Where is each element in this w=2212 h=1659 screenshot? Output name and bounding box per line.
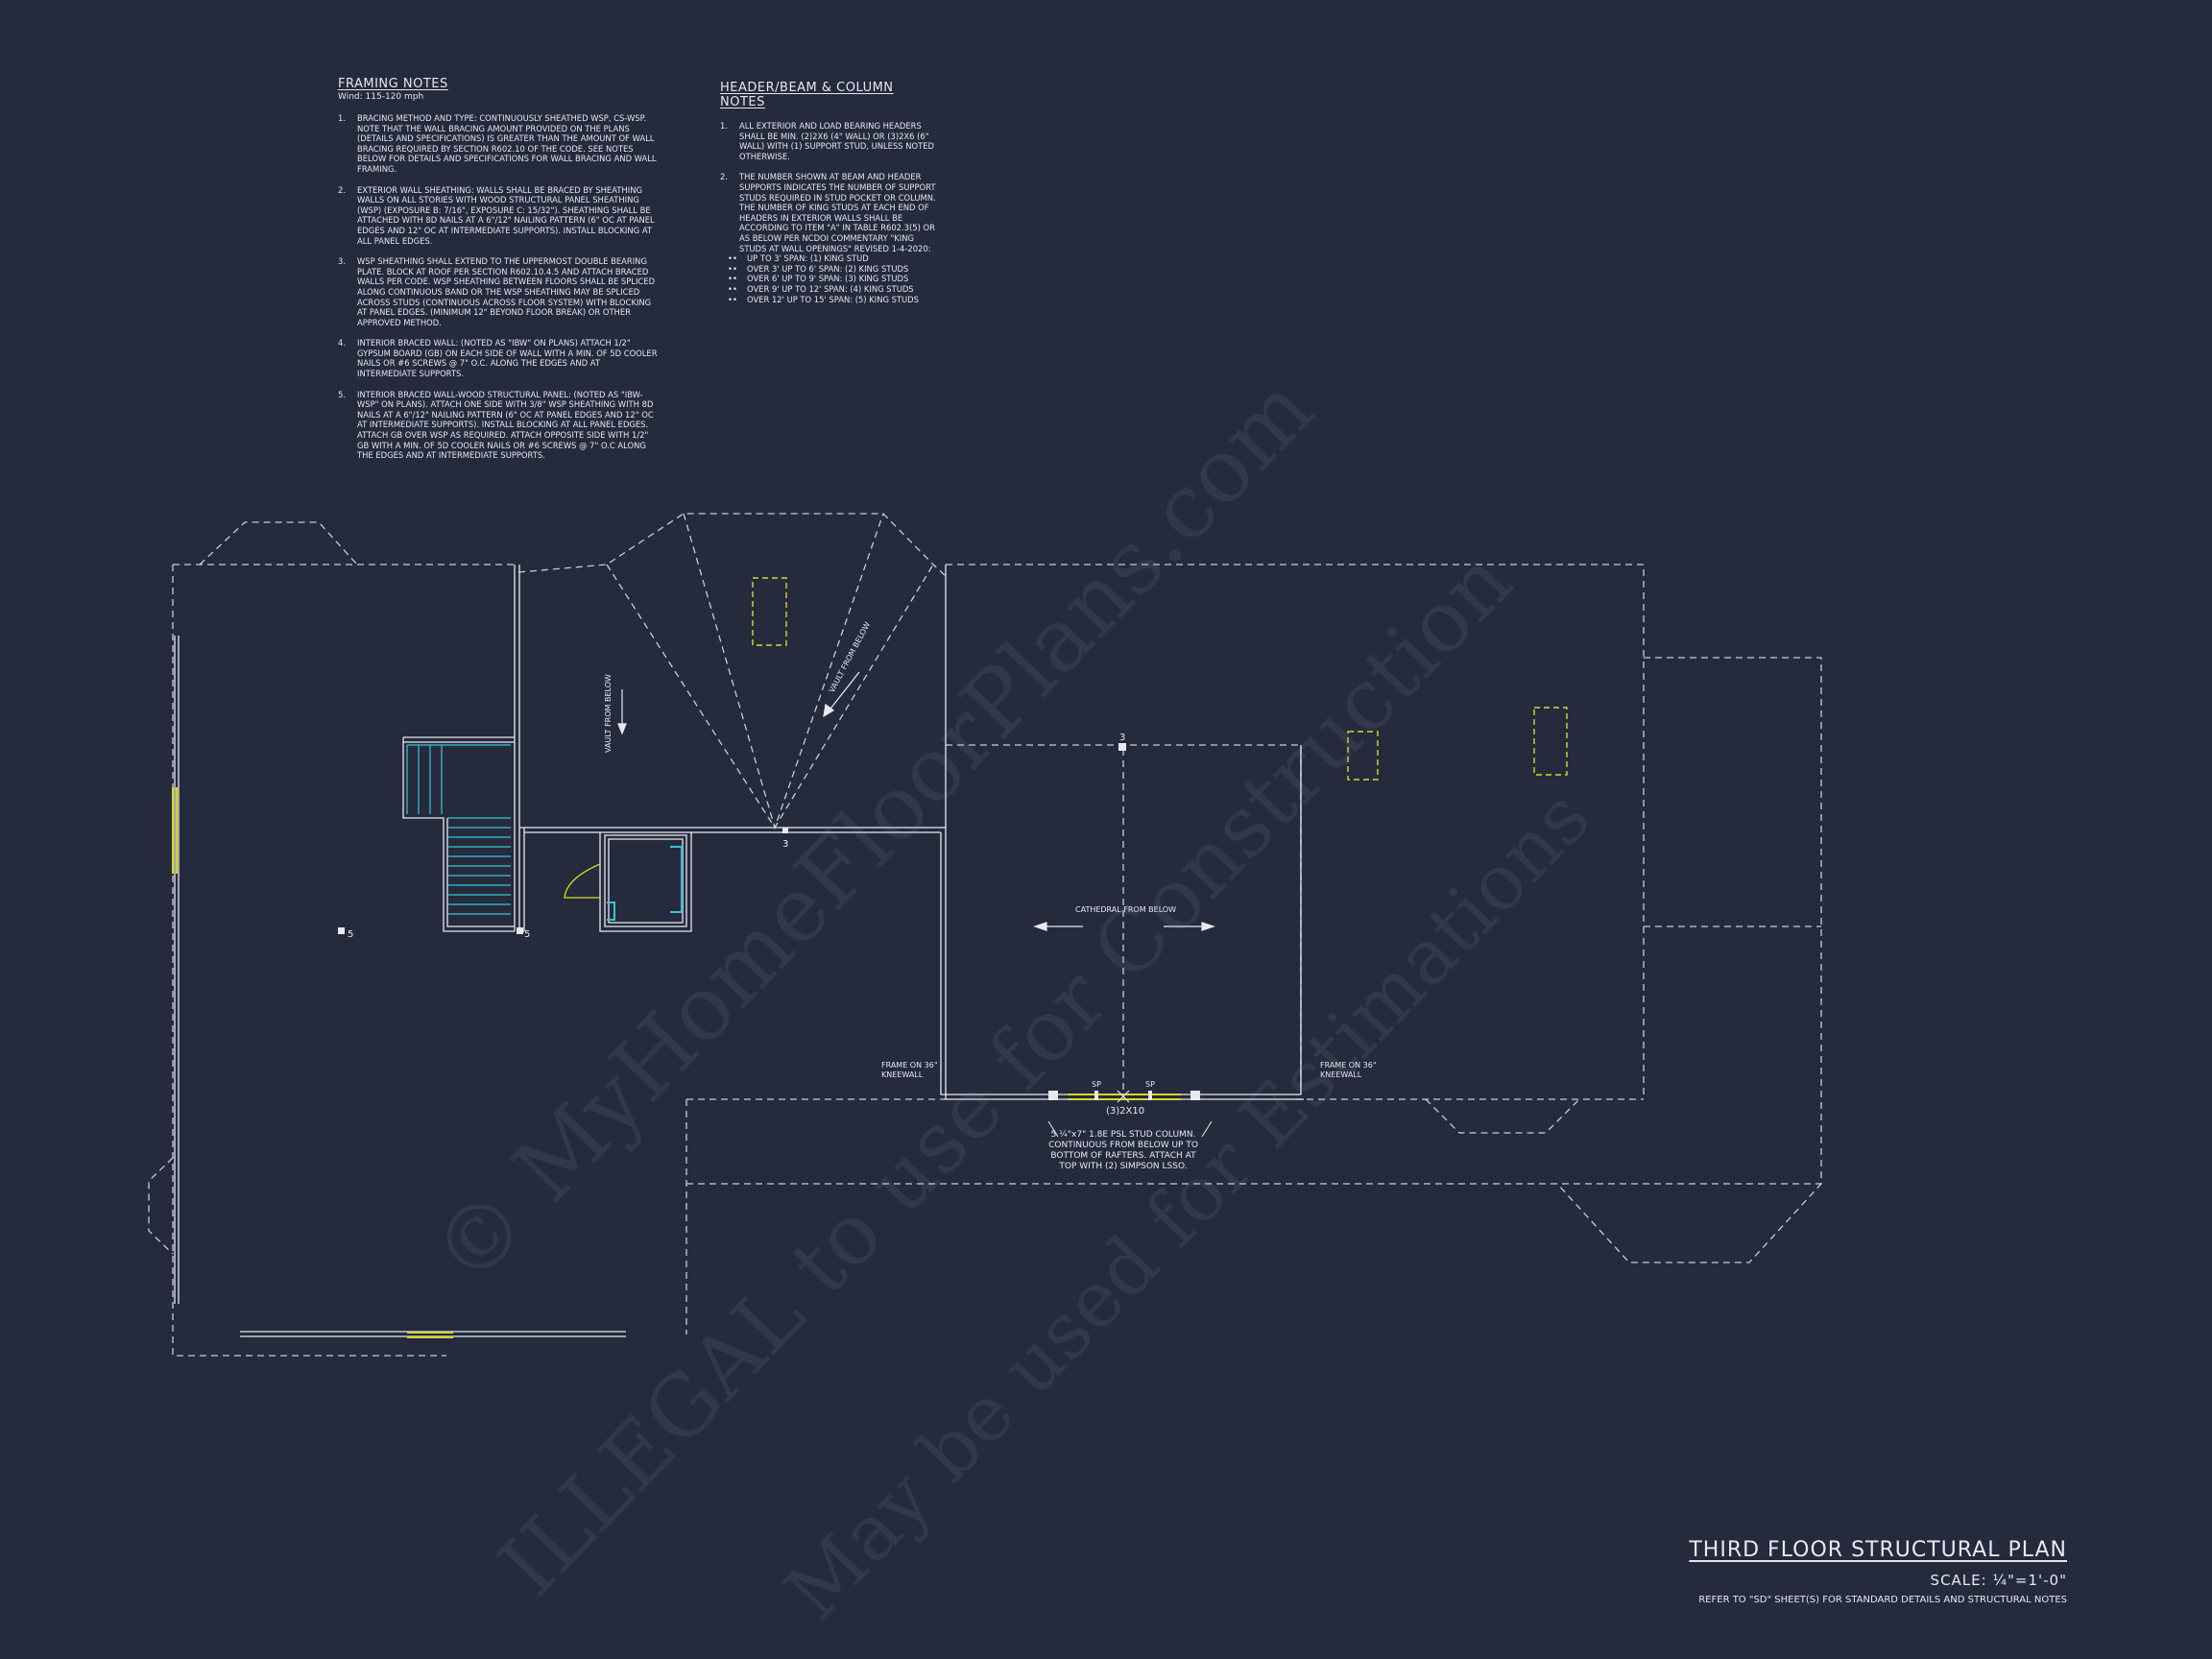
framing-note-item: 3. WSP sheathing shall extend to the uppe… <box>338 256 660 327</box>
note-text: Exterior wall sheathing: walls shall be … <box>357 184 655 246</box>
framing-note-item: 2. Exterior wall sheathing: walls shall b… <box>338 185 660 247</box>
yellow-markers <box>172 577 1568 1338</box>
column-note-line: 5 ¼"x7" 1.8E PSL STUD COLUMN. <box>1051 1130 1196 1140</box>
title-block: THIRD FLOOR STRUCTURAL PLAN SCALE: ¼"=1'… <box>1689 1538 2067 1605</box>
note-text: Bracing method and type: continuously sh… <box>357 113 657 174</box>
note-text: WSP sheathing shall extend to the upperm… <box>357 256 656 327</box>
column-note-line: CONTINUOUS FROM BELOW UP TO <box>1048 1141 1198 1150</box>
kneewall-label: KNEEWALL <box>881 1070 924 1079</box>
sp-label: SP <box>1092 1080 1101 1089</box>
bullet-icon: •• <box>728 263 737 274</box>
king-stud-text: Over 12' up to 15' span: (5) king studs <box>747 294 919 304</box>
cathedral-from-below-label: CATHEDRAL FROM BELOW <box>1075 905 1176 914</box>
king-stud-item: •• Up to 3' span: (1) king stud <box>720 253 943 264</box>
header-notes-list: 1. All exterior and load bearing headers … <box>720 121 943 253</box>
note-number: 2. <box>338 184 346 195</box>
king-stud-item: •• Over 6' up to 9' span: (3) king studs <box>720 274 943 284</box>
note-text: The number shown at beam and header supp… <box>739 172 936 253</box>
framing-note-item: 4. Interior braced wall: (noted as "IBW" … <box>338 338 660 378</box>
bullet-icon: •• <box>728 283 737 294</box>
stud-markers <box>338 743 1200 1100</box>
note-number: 3. <box>338 256 346 267</box>
sp-label: SP <box>1145 1080 1155 1089</box>
note-text: Interior braced wall-wood structural pan… <box>357 389 654 461</box>
bullet-icon: •• <box>728 274 737 284</box>
direction-arrows <box>617 671 1215 931</box>
kneewall-label: FRAME ON 36" <box>1320 1061 1377 1070</box>
column-x-icon <box>1117 1090 1130 1103</box>
note-text: Interior braced wall: (noted as "IBW" on… <box>357 338 658 379</box>
stud-count-label: 5 <box>524 929 530 940</box>
king-stud-item: •• Over 12' up to 15' span: (5) king stud… <box>720 295 943 305</box>
sheet-title: THIRD FLOOR STRUCTURAL PLAN <box>1689 1538 2067 1562</box>
note-text: All exterior and load bearing headers sh… <box>739 121 934 161</box>
door-swing-icon <box>564 863 601 899</box>
king-stud-text: Over 6' up to 9' span: (3) king studs <box>747 274 909 284</box>
reference-note: REFER TO "SD" SHEET(S) FOR STANDARD DETA… <box>1698 1595 2067 1605</box>
framing-notes-wind: Wind: 115-120 mph <box>338 92 424 102</box>
note-number: 1. <box>338 113 346 123</box>
stud-count-label: 5 <box>348 929 353 940</box>
note-number: 2. <box>720 172 728 182</box>
note-number: 4. <box>338 338 346 349</box>
framing-notes: FRAMING NOTES Wind: 115-120 mph 1. Bracin… <box>338 77 660 471</box>
king-stud-item: •• Over 3' up to 6' span: (2) king studs <box>720 264 943 275</box>
column-note-line: TOP WITH (2) SIMPSON LSSO. <box>1058 1162 1187 1171</box>
king-stud-text: Over 9' up to 12' span: (4) king studs <box>747 283 914 294</box>
note-number: 1. <box>720 121 728 131</box>
stair-treads <box>406 744 511 915</box>
king-stud-item: •• Over 9' up to 12' span: (4) king studs <box>720 284 943 295</box>
stud-count-label: 3 <box>1119 733 1125 743</box>
stud-count-label: 3 <box>782 839 788 850</box>
king-stud-text: Up to 3' span: (1) king stud <box>747 253 869 264</box>
framing-note-item: 5. Interior braced wall-wood structural p… <box>338 390 660 461</box>
king-stud-text: Over 3' up to 6' span: (2) king studs <box>747 263 909 274</box>
king-stud-list: •• Up to 3' span: (1) king stud •• Over 3'… <box>720 253 943 304</box>
framing-notes-title: FRAMING NOTES <box>338 77 448 91</box>
header-note-item: 2. The number shown at beam and header su… <box>720 172 943 253</box>
vault-from-below-label: VAULT FROM BELOW <box>604 674 613 753</box>
note-number: 5. <box>338 389 346 399</box>
header-beam-column-notes: HEADER/BEAM & COLUMN NOTES 1. All exterio… <box>720 81 943 304</box>
bullet-icon: •• <box>728 294 737 304</box>
framing-notes-list: 1. Bracing method and type: continuously … <box>338 113 660 461</box>
framing-note-item: 1. Bracing method and type: continuously … <box>338 113 660 175</box>
kneewall-label: KNEEWALL <box>1320 1070 1362 1079</box>
kneewall-label: FRAME ON 36" <box>881 1061 938 1070</box>
header-note-item: 1. All exterior and load bearing headers … <box>720 121 943 161</box>
bullet-icon: •• <box>728 253 737 264</box>
beam-label: (3)2X10 <box>1106 1106 1144 1117</box>
column-note-line: BOTTOM OF RAFTERS. ATTACH AT <box>1050 1151 1196 1161</box>
scale-label: SCALE: ¼"=1'-0" <box>1930 1572 2067 1589</box>
closet-fixture <box>607 846 683 921</box>
header-notes-title: HEADER/BEAM & COLUMN NOTES <box>720 81 894 109</box>
leader-lines <box>1047 1120 1213 1138</box>
